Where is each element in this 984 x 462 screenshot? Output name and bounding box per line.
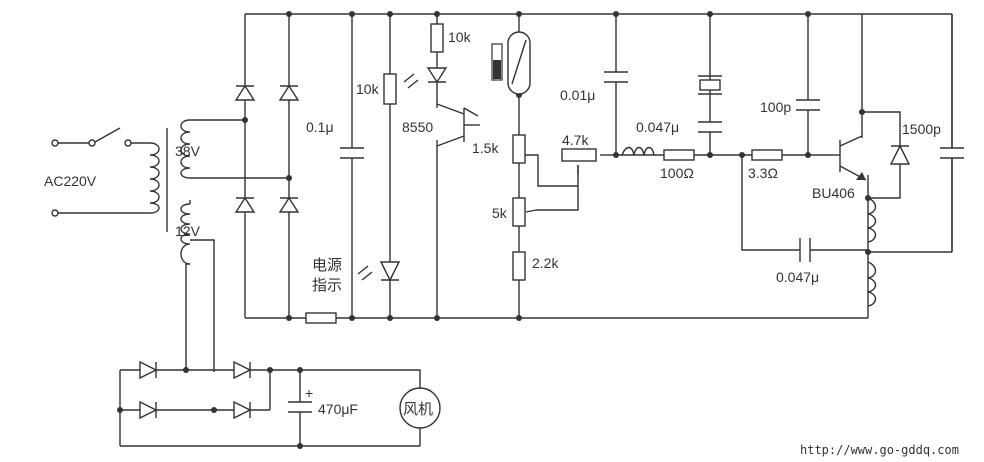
cap-470uf-label: 470μF — [318, 401, 358, 417]
transformer — [149, 119, 191, 265]
resistor-icon — [383, 73, 397, 105]
upper-bridge-rectifier — [234, 84, 300, 213]
crystal-icon — [698, 75, 722, 95]
transistor-bu406-icon — [832, 135, 867, 181]
fuse-icon — [305, 312, 337, 324]
tap-38v-label: 38V — [175, 143, 201, 159]
transistor-8550-label: 8550 — [402, 119, 433, 135]
transistor-bu406-label: BU406 — [812, 185, 855, 201]
diode-icon — [233, 400, 252, 420]
power-indicator-line1: 电源 — [312, 256, 342, 274]
diode-icon — [889, 144, 911, 165]
tap-12v-label: 12V — [175, 223, 201, 239]
cap-plus-sign: + — [305, 385, 313, 401]
ac-input-label: AC220V — [44, 173, 97, 189]
inductor-icon — [867, 197, 877, 243]
capacitor-icon — [799, 238, 811, 262]
cap-0.01u-label: 0.01μ — [560, 87, 595, 103]
capacitor-icon — [340, 147, 364, 159]
res-1.5k-label: 1.5k — [472, 140, 499, 156]
capacitor-icon — [796, 99, 820, 111]
res-100-label: 100Ω — [660, 165, 694, 181]
cap-1500p-label: 1500p — [902, 121, 941, 137]
resistor-icon — [430, 23, 444, 53]
electrolytic-capacitor-icon — [288, 401, 312, 413]
potentiometer-icon — [561, 148, 597, 162]
diode-icon — [139, 400, 158, 420]
website-watermark: http://www.go-gddq.com — [800, 443, 959, 457]
res-2.2k-label: 2.2k — [532, 255, 559, 271]
fan-motor-icon — [399, 387, 441, 429]
lower-bridge-rectifier — [139, 360, 252, 420]
res-5k-label: 5k — [492, 205, 508, 221]
led-icon — [403, 67, 448, 89]
potentiometer-icon — [512, 197, 526, 227]
capacitor-icon — [604, 71, 628, 83]
diode-icon — [234, 196, 256, 213]
resistor-icon — [512, 251, 526, 281]
cap-0.047u-top-label: 0.047μ — [636, 119, 679, 135]
resistor-icon — [751, 149, 783, 161]
junction-dots — [117, 11, 871, 449]
inductor-icon — [867, 261, 877, 307]
diode-icon — [278, 84, 300, 101]
inductor-icon — [621, 146, 655, 156]
cap-0.1u-label: 0.1μ — [306, 119, 334, 135]
cap-100p-label: 100p — [760, 99, 791, 115]
res-10k-a-label: 10k — [356, 81, 380, 97]
res-10k-b-label: 10k — [448, 29, 472, 45]
diode-icon — [278, 196, 300, 213]
resistor-icon — [512, 134, 526, 164]
resistor-icon — [663, 149, 695, 161]
diode-icon — [233, 360, 252, 380]
power-led-icon — [357, 261, 401, 282]
thermistor-icon — [491, 31, 531, 95]
diode-icon — [234, 84, 256, 101]
diode-icon — [139, 360, 158, 380]
transistor-8550-icon — [436, 103, 465, 147]
power-indicator-line2: 指示 — [312, 276, 342, 294]
res-3.3-label: 3.3Ω — [748, 165, 778, 181]
capacitor-icon — [698, 121, 722, 133]
fan-label: 风机 — [403, 400, 433, 418]
pot-wiper — [525, 209, 537, 213]
capacitor-icon — [940, 147, 964, 159]
cap-0.047u-bottom-label: 0.047μ — [776, 269, 819, 285]
ac-input-switch — [51, 127, 132, 217]
pot-4.7k-label: 4.7k — [562, 132, 589, 148]
